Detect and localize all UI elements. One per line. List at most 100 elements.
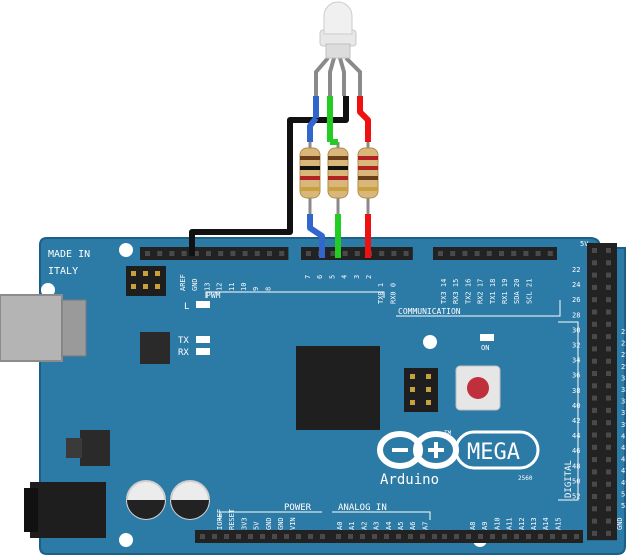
pin-socket <box>592 309 597 315</box>
pin-label: 38 <box>572 387 580 395</box>
pin-socket <box>242 251 248 256</box>
pin-headers <box>140 243 617 543</box>
pin-socket <box>486 251 492 256</box>
pin-socket <box>224 534 229 539</box>
pin-label: 52 <box>572 493 580 501</box>
pin-socket <box>248 534 253 539</box>
pin-label: A15 <box>554 517 562 530</box>
pin-socket <box>538 534 543 539</box>
pin-label: 47 <box>621 467 629 475</box>
pin-socket <box>526 534 531 539</box>
pin-socket <box>157 251 163 256</box>
pin-label: SDA 20 <box>513 279 521 304</box>
pin-socket <box>592 518 597 524</box>
pin-label: 33 <box>621 386 629 394</box>
pin-label: 29 <box>621 363 629 371</box>
pin-label: GND <box>265 517 273 530</box>
pin-socket <box>606 260 611 266</box>
pin-socket <box>592 371 597 376</box>
pin-label: TX2 16 <box>464 279 472 304</box>
pin-socket <box>514 534 519 539</box>
pin-socket <box>454 534 459 539</box>
pin-label: 43 <box>621 444 629 452</box>
pin-socket <box>391 251 397 256</box>
pin-label: 46 <box>572 447 580 455</box>
pin-socket <box>306 251 311 256</box>
pin-socket <box>342 251 348 256</box>
pin-socket <box>403 251 409 256</box>
pin-socket <box>372 534 377 539</box>
pin-socket <box>606 518 611 524</box>
pin-label: 10 <box>240 283 248 291</box>
pin-socket <box>592 284 597 290</box>
pin-label: 3 <box>353 275 361 279</box>
pin-label: 28 <box>572 311 580 319</box>
pin-label: A11 <box>506 517 514 530</box>
pin-label: 32 <box>572 342 580 350</box>
wire-red-upper <box>357 96 371 142</box>
pin-socket <box>592 457 597 463</box>
rx-led <box>196 348 210 355</box>
pin-label: A9 <box>481 522 489 530</box>
pin-socket <box>267 251 272 256</box>
pin-label: A13 <box>530 517 538 530</box>
header-pwm-left <box>140 247 289 260</box>
pin-label: 40 <box>572 402 580 410</box>
communication-label: COMMUNICATION <box>398 307 461 316</box>
header-comm <box>433 247 557 260</box>
pin-socket <box>348 534 353 539</box>
pin-socket <box>193 251 199 256</box>
pin-socket <box>562 534 567 539</box>
pin-socket <box>230 251 236 256</box>
reset-button-icon[interactable] <box>455 365 501 411</box>
pin-socket <box>606 457 611 463</box>
capacitor-right <box>170 480 210 520</box>
rgb-led-icon <box>319 1 357 59</box>
pin-socket <box>592 248 597 253</box>
pin-label: 3V3 <box>240 517 248 530</box>
pin-socket <box>511 251 517 256</box>
pin-socket <box>592 334 597 340</box>
pin-socket <box>308 534 313 539</box>
pin-socket <box>606 395 611 401</box>
pin-label: 36 <box>572 372 580 380</box>
pin-label: RX0 0 <box>389 283 397 304</box>
pin-label: RESET <box>228 508 236 530</box>
bottom-gnd-label: GND <box>616 517 624 530</box>
pin-label: 5V <box>253 521 261 530</box>
pin-socket <box>330 251 336 256</box>
pin-label: A8 <box>469 522 477 530</box>
pin-label: 8 <box>264 287 272 291</box>
pin-label: A3 <box>373 522 381 530</box>
pin-socket <box>592 469 597 475</box>
pin-socket <box>379 251 385 256</box>
pin-socket <box>606 383 611 389</box>
pin-socket <box>606 530 611 536</box>
pin-label: A10 <box>493 517 501 530</box>
usb-chip <box>140 332 170 364</box>
pin-socket <box>592 432 597 438</box>
analog-silk-line <box>332 511 431 520</box>
pin-socket <box>450 251 456 256</box>
pin-label: TX1 18 <box>489 279 497 304</box>
pin-label: A1 <box>348 522 356 530</box>
power-silk-line <box>219 511 322 520</box>
pin-label: 41 <box>621 432 629 440</box>
pin-socket <box>279 251 285 256</box>
pin-socket <box>606 506 611 512</box>
pin-label: 53 <box>621 502 629 510</box>
pin-socket <box>260 534 265 539</box>
pin-label: A7 <box>421 522 429 530</box>
mounting-hole <box>423 335 437 349</box>
pin-socket <box>502 534 507 539</box>
pin-socket <box>336 534 341 539</box>
digital-silk-line <box>558 321 579 501</box>
pin-label: A2 <box>360 522 368 530</box>
pin-label: VIN <box>289 517 297 530</box>
pwm-label: PWM <box>206 291 221 300</box>
wiring <box>189 1 379 258</box>
l-led <box>196 301 210 308</box>
pin-socket <box>478 534 483 539</box>
mounting-hole <box>119 243 133 257</box>
